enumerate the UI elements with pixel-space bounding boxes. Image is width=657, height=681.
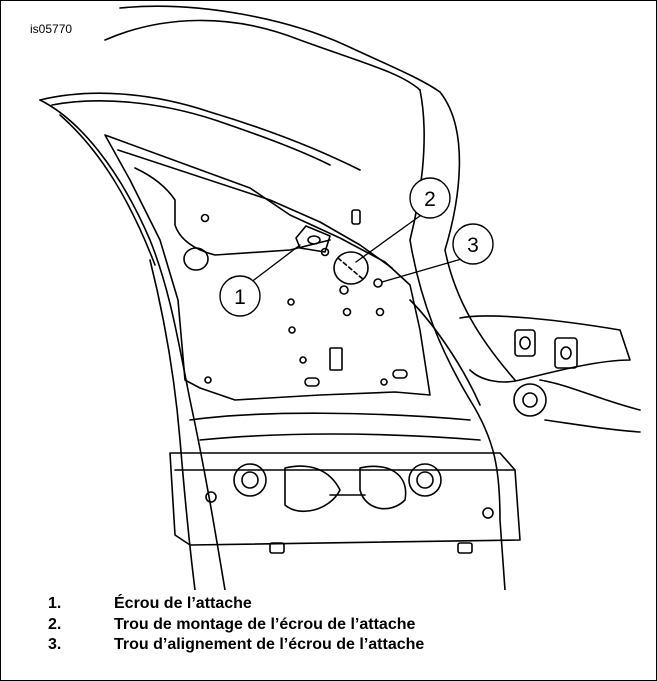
legend-item: 2. Trou de montage de l’écrou de l’attac… [48,615,424,636]
legend-number: 2. [48,615,62,633]
side-bracket [459,315,631,383]
frame-illustration [39,5,641,590]
callout-2 [409,177,451,219]
gusset-plate [104,134,431,401]
callout-1 [219,275,261,317]
legend-text: Écrou de l’attache [114,595,252,612]
callout-1-label: 1 [234,286,246,309]
left-frame-tube [39,99,226,590]
upper-frame-tube [104,19,421,91]
callout-3 [452,223,494,265]
legend: 1. Écrou de l’attache 2. Trou de montage… [48,594,424,656]
legend-text: Trou d’alignement de l’écrou de l’attach… [114,636,425,653]
figure-id: is05770 [30,22,73,36]
callout-labels: 1 2 3 [234,188,479,309]
legend-number: 3. [48,636,62,653]
tether-nut [295,225,331,253]
mounting-hole [333,251,369,285]
legend-text: Trou de montage de l’écrou de l’attache [114,615,416,633]
right-frame-tube [409,89,506,590]
legend-number: 1. [48,595,62,612]
cross-member [169,452,521,546]
alignment-hole [373,278,383,288]
legend-item: 1. Écrou de l’attache [48,594,424,615]
callout-2-label: 2 [424,188,436,211]
legend-item: 3. Trou d’alignement de l’écrou de l’att… [48,635,424,656]
callout-3-label: 3 [467,234,479,257]
